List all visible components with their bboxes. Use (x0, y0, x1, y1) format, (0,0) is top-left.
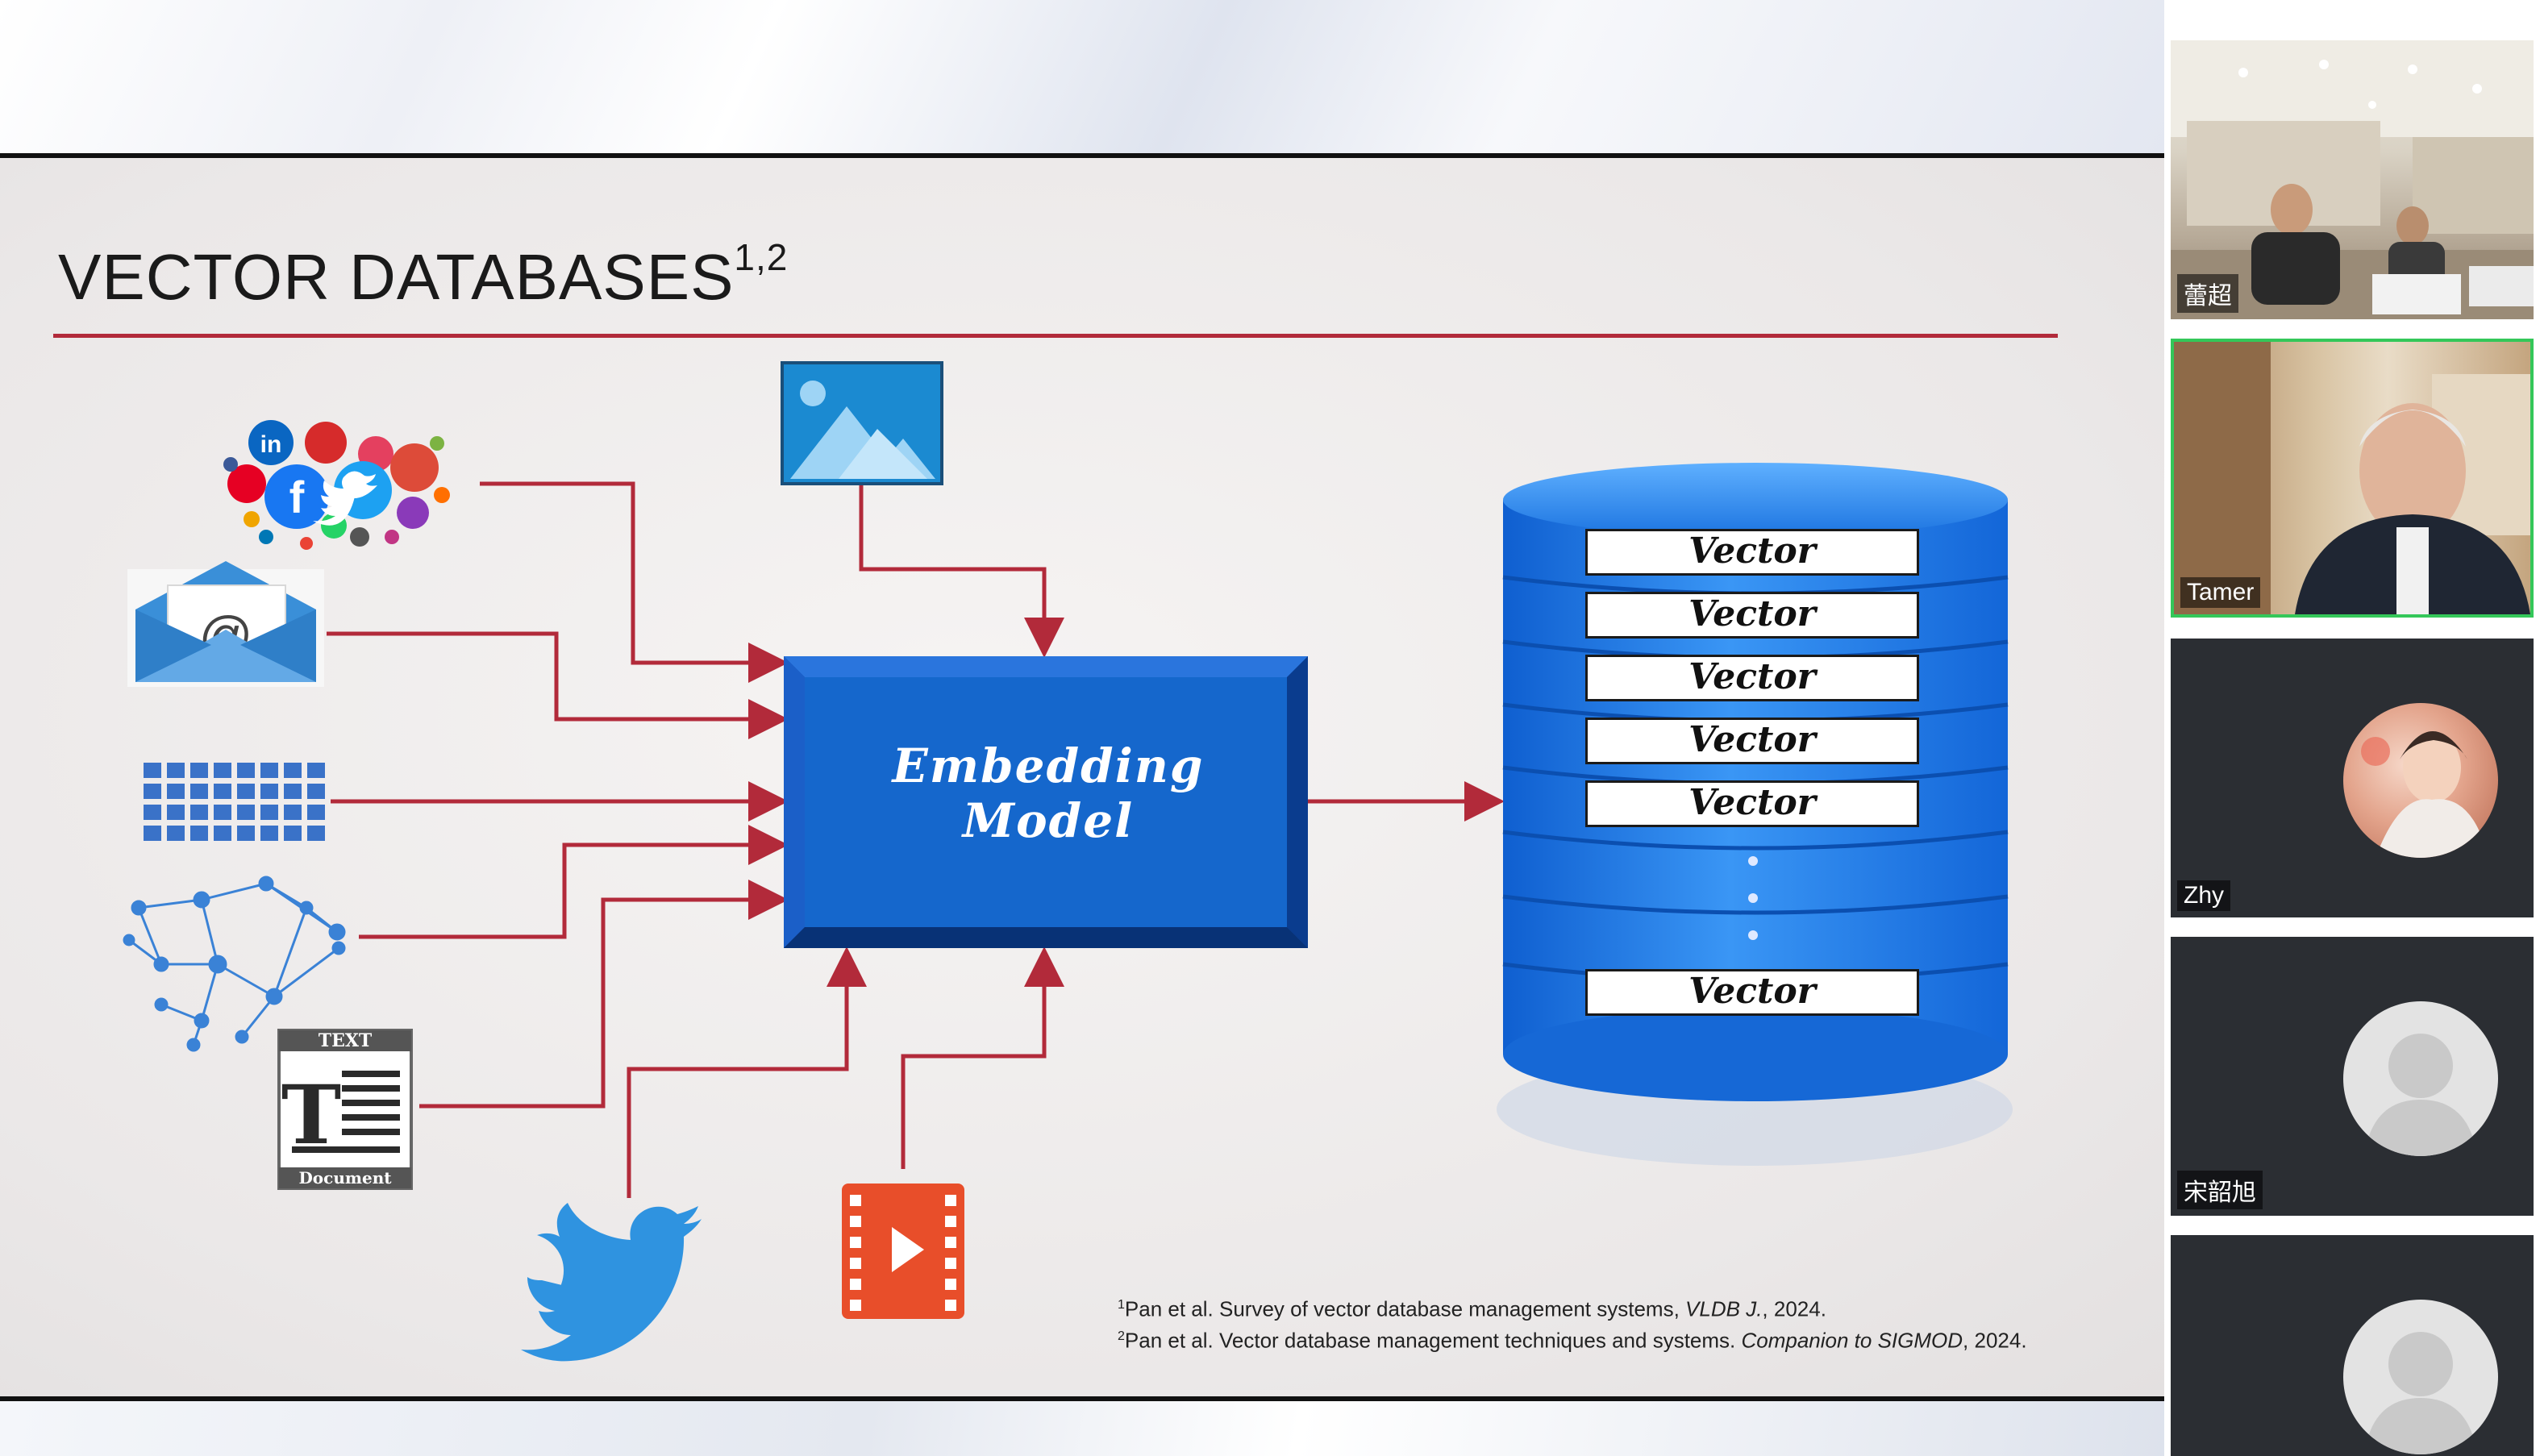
vector-entry: Vector (1585, 969, 1919, 1016)
svg-text:Document: Document (298, 1168, 392, 1188)
arrow-twitter (627, 946, 867, 1198)
grid-cell (284, 763, 302, 778)
grid-cell (237, 784, 255, 799)
grid-cell (167, 805, 185, 820)
grid-cell (190, 784, 208, 799)
participant-name: Tamer (2180, 577, 2261, 608)
twitter-bird-icon (521, 1203, 702, 1362)
vector-entry: Vector (1585, 655, 1919, 701)
default-avatar-icon (2343, 1300, 2498, 1454)
participant-tile-tamer[interactable]: Tamer (2171, 339, 2534, 618)
grid-cell (144, 763, 161, 778)
vector-database-cylinder (1497, 463, 2013, 1166)
grid-cell (214, 805, 231, 820)
speaker-video-feed (2174, 342, 2530, 614)
ellipsis-dot (1748, 856, 1758, 866)
grid-cell (237, 805, 255, 820)
graph-network-icon (123, 876, 346, 1052)
arrow-video (901, 946, 1064, 1169)
grid-cell (167, 784, 185, 799)
vector-entry: Vector (1585, 718, 1919, 764)
room-video-feed (2171, 40, 2534, 319)
table-icon (144, 763, 325, 841)
grid-cell (284, 805, 302, 820)
input-arrows (327, 481, 1505, 1198)
person-silhouette-icon (2364, 1034, 2477, 1156)
grid-cell (190, 826, 208, 841)
grid-cell (190, 763, 208, 778)
participant-tile-4[interactable]: 宋韶旭 (2171, 937, 2534, 1216)
vector-entry: Vector (1585, 592, 1919, 639)
diagram-canvas: in f @ (123, 361, 2013, 1362)
grid-cell (307, 805, 325, 820)
grid-cell (260, 805, 278, 820)
presentation-background-bottom (0, 1401, 2164, 1456)
grid-cell (237, 826, 255, 841)
ellipsis-dot (1748, 893, 1758, 903)
grid-cell (167, 763, 185, 778)
grid-cell (284, 784, 302, 799)
arrow-image (859, 484, 1064, 658)
participant-tile-room[interactable]: 蕾超 (2171, 40, 2534, 319)
grid-cell (144, 784, 161, 799)
embedding-model-label: Embedding Model (892, 738, 1205, 848)
reference-2: 2Pan et al. Vector database management t… (1118, 1328, 2027, 1353)
social-media-icon: in f (223, 420, 450, 550)
arrow-document (419, 880, 789, 1109)
grid-cell (284, 826, 302, 841)
participant-tile-zhy[interactable]: Zhy (2171, 639, 2534, 917)
video-icon (842, 1184, 964, 1319)
arrow-email (327, 631, 789, 739)
grid-cell (167, 826, 185, 841)
participant-name: 蕾超 (2177, 274, 2238, 313)
shared-slide: VECTOR DATABASES1,2 (0, 153, 2164, 1401)
grid-cell (214, 826, 231, 841)
arrow-graph (359, 825, 789, 939)
title-underline (53, 334, 2058, 338)
grid-cell (307, 784, 325, 799)
participant-tile-5[interactable] (2171, 1235, 2534, 1456)
vector-entry: Vector (1585, 529, 1919, 576)
avatar-image (2361, 731, 2488, 858)
reference-1: 1Pan et al. Survey of vector database ma… (1118, 1296, 1826, 1321)
grid-cell (214, 763, 231, 778)
default-avatar-icon (2343, 1001, 2498, 1156)
title-citation: 1,2 (734, 236, 789, 278)
grid-cell (214, 784, 231, 799)
image-icon (781, 361, 943, 485)
grid-cell (144, 805, 161, 820)
participant-name: Zhy (2177, 880, 2231, 911)
svg-text:TEXT: TEXT (319, 1030, 373, 1051)
participant-panel: 蕾超 Tamer Zhy (2164, 0, 2540, 1456)
person-silhouette-icon (2364, 1332, 2477, 1454)
grid-cell (260, 763, 278, 778)
ellipsis-dot (1748, 930, 1758, 940)
grid-cell (190, 805, 208, 820)
embedding-model-box (784, 656, 1308, 948)
slide-title: VECTOR DATABASES1,2 (58, 236, 789, 313)
avatar (2343, 703, 2498, 858)
presentation-background-top (0, 0, 2164, 153)
grid-cell (307, 763, 325, 778)
svg-text:f: f (289, 472, 305, 522)
participant-name: 宋韶旭 (2177, 1171, 2263, 1209)
grid-cell (237, 763, 255, 778)
svg-text:in: in (260, 431, 282, 458)
grid-cell (144, 826, 161, 841)
arrow-social (480, 481, 789, 683)
grid-cell (260, 784, 278, 799)
email-icon: @ (127, 561, 324, 687)
grid-cell (307, 826, 325, 841)
vector-entry: Vector (1585, 780, 1919, 827)
text-document-icon: TEXT T Document (277, 1029, 413, 1190)
references: 1Pan et al. Survey of vector database ma… (1118, 1292, 2027, 1354)
grid-cell (260, 826, 278, 841)
